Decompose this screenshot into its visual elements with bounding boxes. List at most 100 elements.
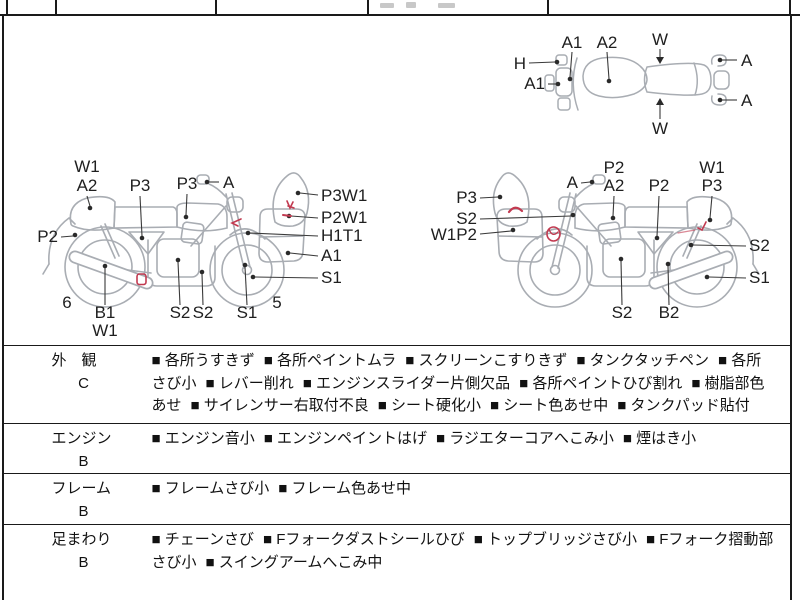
condition-item: ■ タンクパッド貼付 — [617, 397, 750, 414]
left-bike-labels: W1 A2 P3 P3 A P3W1 P2W1 H1T1 A1 S1 P2 6 … — [37, 157, 367, 340]
section-items: ■ フレームさび小 ■ フレーム色あせ中 — [152, 474, 791, 524]
left-bike-pointers — [60, 179, 319, 306]
part-code-label: P2 — [649, 176, 670, 195]
part-code-label: P3W1 — [321, 186, 367, 205]
section-name: 外 観 — [51, 352, 97, 369]
top-view-pointers — [528, 49, 737, 119]
condition-item: ■ フレーム色あせ中 — [278, 480, 412, 497]
section-grade: B — [78, 553, 89, 571]
section-items: ■ チェーンさび ■ Fフォークダストシールひび ■ トップブリッジさび小■ Fフォ… — [152, 525, 791, 600]
part-code-label: S1 — [749, 268, 770, 287]
part-code-label: S1 — [237, 303, 258, 322]
section-name: 足まわり — [51, 531, 112, 548]
header-divider — [367, 0, 369, 14]
part-code-label: P3 — [130, 176, 151, 195]
condition-item: ■ 各所うすきず — [151, 352, 255, 369]
condition-item: ■ 各所ペイントひび割れ — [519, 374, 683, 392]
part-code-label: A1 — [321, 246, 342, 265]
part-code-label: P2 — [604, 158, 625, 177]
part-code-label: S2 — [749, 236, 770, 255]
cutoff-text-remnant — [406, 2, 416, 8]
section-label: 外 観 C — [4, 346, 152, 423]
red-mark — [677, 229, 696, 234]
part-code-label: A1 — [524, 74, 545, 93]
sheet-border-left — [2, 14, 4, 600]
red-mark — [136, 273, 147, 286]
part-code-label: P3 — [702, 176, 723, 195]
header-divider — [6, 0, 8, 14]
red-mark — [230, 218, 242, 227]
condition-item: ■ エンジンペイントはげ — [263, 430, 427, 447]
condition-item: ■ ラジエターコアへこみ小 — [435, 430, 614, 447]
header-divider — [789, 0, 791, 14]
part-code-label: W — [652, 119, 668, 138]
right-bike-labels: A P2 A2 P2 W1 P3 P3 S2 W1P2 S2 S1 S2 B2 — [431, 158, 770, 322]
condition-item: ■ エンジン音小 — [151, 430, 255, 447]
red-mark — [507, 206, 524, 214]
sheet-border-right — [790, 14, 792, 600]
header-divider — [547, 0, 549, 14]
part-code-label: B2 — [659, 303, 680, 322]
condition-item: ■ タンクタッチペン — [576, 352, 710, 369]
part-code-label: A2 — [77, 176, 98, 195]
red-mark — [286, 200, 295, 210]
cutoff-text-remnant — [438, 3, 455, 8]
condition-item: ■ シート硬化小 — [377, 397, 481, 414]
condition-table: 外 観 C ■ 各所うすきず ■ 各所ペイントムラ ■ スクリーンこすりきず ■ タン… — [3, 345, 791, 600]
red-mark — [697, 221, 707, 232]
header-table-cutoff — [0, 0, 800, 16]
condition-item: ■ シート色あせ中 — [489, 397, 609, 414]
condition-item: ■ トップブリッジさび小 — [473, 531, 638, 548]
part-code-label: A1 — [562, 33, 583, 52]
wheel-number-label: 6 — [62, 293, 71, 312]
condition-item: ■ Fフォーク摺動部さび小 — [151, 531, 774, 571]
part-code-label: B1 — [95, 303, 116, 322]
part-code-label: S2 — [456, 209, 477, 228]
condition-item: ■ 煙はき小 — [622, 430, 697, 447]
section-label: 足まわり B — [4, 525, 152, 600]
condition-item: ■ レバー削れ — [205, 374, 294, 392]
condition-item: ■ チェーンさび — [151, 531, 254, 548]
condition-item: ■ フレームさび小 — [151, 480, 270, 497]
condition-item: ■ 各所ペイントムラ — [263, 352, 397, 369]
condition-item: ■ 樹脂部色あせ — [151, 374, 765, 415]
part-code-label: S2 — [170, 303, 191, 322]
part-code-label: P3 — [177, 174, 198, 193]
red-mark — [546, 226, 561, 242]
cutoff-text-remnant — [380, 3, 394, 8]
section-name: フレーム — [51, 480, 112, 497]
section-row-exterior: 外 観 C ■ 各所うすきず ■ 各所ペイントムラ ■ スクリーンこすりきず ■ タン… — [3, 345, 791, 423]
condition-item: ■ エンジンスライダー片側欠品 — [302, 374, 511, 392]
section-items: ■ エンジン音小 ■ エンジンペイントはげ ■ ラジエターコアへこみ小 ■ 煙はき小 — [152, 424, 791, 473]
condition-item: ■ スクリーンこすりきず — [405, 352, 568, 369]
part-code-label: A2 — [597, 33, 618, 52]
section-grade: B — [78, 452, 89, 470]
header-divider — [215, 0, 217, 14]
wheel-number-label: 5 — [272, 293, 281, 312]
red-mark — [282, 214, 292, 217]
section-label: エンジン B — [4, 424, 152, 473]
part-code-label: W1P2 — [431, 225, 477, 244]
part-code-label: A — [741, 51, 753, 70]
part-code-label: S1 — [321, 268, 342, 287]
inspection-marks-red — [136, 200, 707, 286]
condition-item: ■ スイングアームへこみ中 — [205, 553, 383, 571]
part-code-label: W1 — [699, 158, 725, 177]
section-row-engine: エンジン B ■ エンジン音小 ■ エンジンペイントはげ ■ ラジエターコアへこみ小… — [3, 423, 791, 473]
condition-item: ■ Fフォークダストシールひび — [262, 531, 465, 548]
part-code-label: A — [223, 173, 235, 192]
part-code-label: H1T1 — [321, 226, 363, 245]
section-items: ■ 各所うすきず ■ 各所ペイントムラ ■ スクリーンこすりきず ■ タンクタッチペン… — [152, 346, 791, 423]
part-code-label: S2 — [193, 303, 214, 322]
section-row-frame: フレーム B ■ フレームさび小■ フレーム色あせ中 — [3, 473, 791, 524]
motorcycle-diagram-area: H A1 A2 W A A1 W A W1 — [0, 30, 770, 340]
right-bike-pointers — [479, 179, 747, 306]
part-code-label: W — [652, 30, 668, 49]
condition-item: ■ サイレンサー右取付不良 — [190, 397, 369, 414]
top-view-labels: H A1 A2 W A A1 W A — [514, 30, 753, 138]
part-code-label: S2 — [612, 303, 633, 322]
header-divider — [55, 0, 57, 14]
part-code-label: W1 — [74, 157, 100, 176]
part-code-label: A — [741, 91, 753, 110]
part-code-label: P3 — [456, 188, 477, 207]
